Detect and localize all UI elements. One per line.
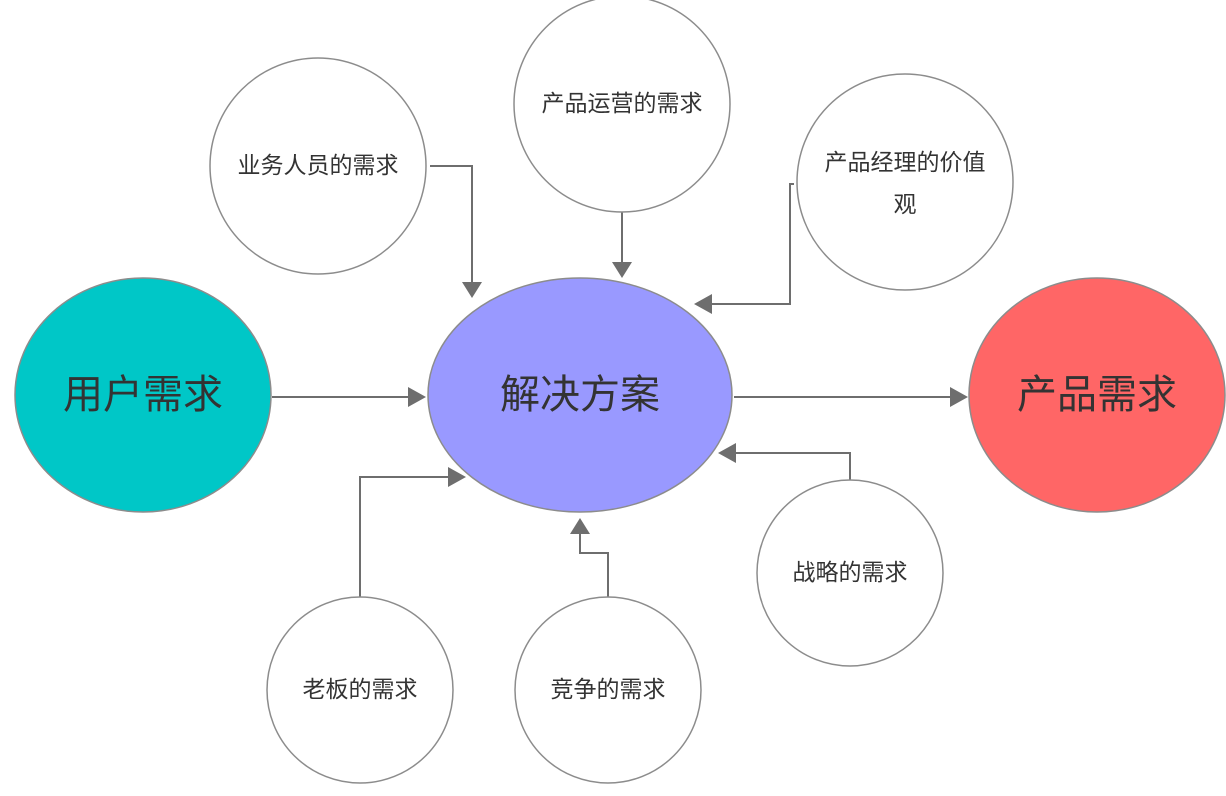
node-pm-values: 产品经理的价值 观: [796, 73, 1014, 291]
user-requirements-shape: [14, 277, 272, 513]
product-requirements-label: 产品需求: [1017, 372, 1177, 418]
solution-shape: [427, 277, 733, 513]
pm-values-label-line2: 观: [894, 192, 917, 218]
node-competition: 竞争的需求: [514, 596, 702, 784]
node-boss: 老板的需求: [266, 596, 454, 784]
arrowhead-user-to-solution: [408, 387, 426, 407]
arrowhead-strategy-to-solution: [718, 443, 736, 463]
boss-label: 老板的需求: [303, 677, 418, 703]
business-staff-shape: [209, 57, 427, 275]
competition-shape: [514, 596, 702, 784]
edge-competition-to-solution: [579, 534, 609, 598]
edge-boss-to-solution: [359, 476, 448, 600]
edge-pmvalues-to-solution: [712, 183, 794, 305]
edge-strategy-to-solution: [736, 452, 851, 480]
product-requirements-shape: [968, 277, 1226, 513]
node-business-staff: 业务人员的需求: [209, 57, 427, 275]
arrowhead-pmvalues-to-solution: [694, 294, 712, 314]
business-staff-label: 业务人员的需求: [238, 153, 399, 179]
arrowhead-competition-to-solution: [570, 518, 590, 534]
node-product-requirements: 产品需求: [968, 277, 1226, 513]
node-solution: 解决方案: [427, 277, 733, 513]
arrowhead-business-to-solution: [462, 282, 482, 298]
edge-business-to-solution: [430, 165, 473, 282]
product-operations-shape: [513, 0, 731, 213]
solution-label: 解决方案: [500, 372, 660, 418]
product-operations-label: 产品运营的需求: [542, 91, 703, 117]
arrowhead-operations-to-solution: [612, 262, 632, 278]
arrowhead-boss-to-solution: [448, 467, 466, 487]
connectors: [272, 165, 968, 600]
strategy-shape: [756, 479, 944, 667]
boss-shape: [266, 596, 454, 784]
pm-values-label-line1: 产品经理的价值: [825, 150, 986, 176]
competition-label: 竞争的需求: [551, 677, 666, 703]
node-product-operations: 产品运营的需求: [513, 0, 731, 213]
user-requirements-label: 用户需求: [63, 372, 223, 418]
pm-values-shape: [796, 73, 1014, 291]
strategy-label: 战略的需求: [793, 560, 908, 586]
node-user-requirements: 用户需求: [14, 277, 272, 513]
node-strategy: 战略的需求: [756, 479, 944, 667]
arrowhead-solution-to-product: [950, 387, 968, 407]
